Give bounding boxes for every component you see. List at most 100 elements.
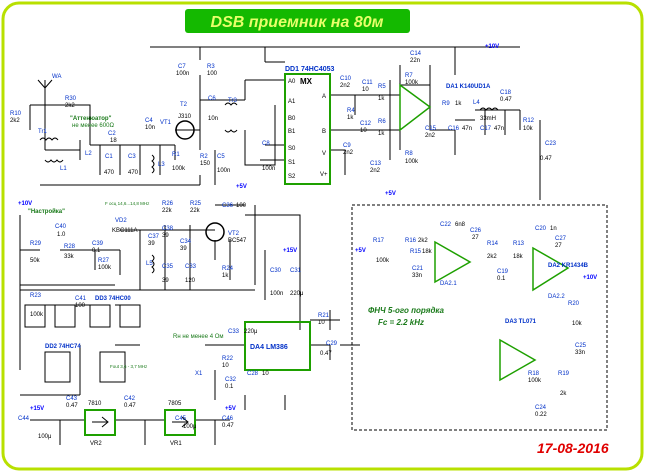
part-c9-value: 2n2 — [343, 150, 354, 156]
dd1-pin-b0: B0 — [288, 116, 296, 122]
part-c44-value: 100μ — [38, 434, 52, 440]
part-j310: J310 — [178, 114, 192, 120]
part-r2: R2 — [200, 154, 208, 160]
part-tr1: Tr1 — [38, 129, 47, 135]
dd1-pin-b1: B1 — [288, 129, 296, 135]
part-r22: R22 — [222, 356, 234, 362]
part-c33: C33 — [185, 264, 197, 270]
part-c8: C8 — [262, 141, 270, 147]
part-r7: R7 — [405, 73, 413, 79]
part-r17: R17 — [373, 238, 385, 244]
part-l4-value: 33mH — [480, 116, 496, 122]
part-c42-value: 0.47 — [124, 403, 136, 409]
power-v5-filter: +5V — [355, 248, 366, 254]
part-l2: L2 — [85, 151, 92, 157]
part-r8: R8 — [405, 151, 413, 157]
part-c7: C7 — [178, 64, 186, 70]
part-c21: C21 — [412, 266, 424, 272]
part-c43-value: 0.47 — [66, 403, 78, 409]
schematic-date: 17-08-2016 — [537, 440, 609, 456]
part-c25-value: 33n — [575, 350, 585, 356]
power-v10-left: +10V — [18, 201, 32, 207]
dd3-gates: DD3 74HC00 — [24, 296, 141, 328]
part-c11: C11 — [362, 80, 373, 86]
power-v10-right: +10V — [583, 275, 597, 281]
vr2-label: VR2 — [90, 441, 102, 447]
part-r25-value: 22k — [190, 208, 201, 214]
dd1-pin-v: V — [322, 151, 326, 157]
da4-amp: DA4 LM386 — [244, 321, 311, 371]
part-r6: R6 — [378, 119, 386, 125]
dd1-pin-b: B — [322, 129, 326, 135]
part-r5-value: 1k — [378, 96, 385, 102]
part-t2: T2 — [180, 102, 188, 108]
part-r10: R10 — [10, 111, 22, 117]
part-c38-value: 39 — [162, 233, 169, 239]
part-l4: L4 — [473, 100, 480, 106]
reg-7810: 7810 — [88, 401, 102, 407]
part-c33b: C33 — [228, 329, 240, 335]
notes: "Аттенюатор" не менее 600Ω "Настройка" F… — [28, 116, 445, 369]
part-r30-value: 2k2 — [65, 103, 75, 109]
part-c19-value: 0.1 — [497, 276, 506, 282]
note-fout: Fout 3,6 - 3,7 MHz — [110, 364, 148, 369]
part-c28-value: 10 — [262, 371, 269, 377]
part-c14-value: 22n — [410, 58, 420, 64]
part-c37: C37 — [148, 234, 160, 240]
vt2-transistor — [205, 222, 225, 242]
part-r15: R15 — [410, 249, 422, 255]
part-c45-value: 100μ — [183, 424, 197, 430]
part-c4: C4 — [145, 118, 153, 124]
power-v5-reg: +5V — [225, 406, 236, 412]
part-c16-value: 47n — [462, 126, 472, 132]
wires — [19, 46, 541, 445]
part-c29: C29 — [326, 341, 338, 347]
part-r27: R27 — [98, 258, 110, 264]
part-r22-value: 10 — [222, 363, 229, 369]
part-r24: R24 — [222, 266, 234, 272]
part-c25: C25 — [575, 343, 587, 349]
part-r15-value: 18k — [422, 249, 433, 255]
note-filter-title: ФНЧ 5-ого порядка — [368, 306, 445, 315]
dd1-label: DD1 74HC4053 — [285, 66, 335, 73]
regulators: VR2 VR1 7810 7805 — [84, 401, 196, 447]
part-c3-value: 470 — [128, 170, 139, 176]
part-r26-value: 22k — [162, 208, 173, 214]
vt1-jfet — [175, 120, 195, 140]
part-r24-value: 1k — [222, 273, 229, 279]
part-r29-value: 50k — [30, 258, 41, 264]
part-r4: R4 — [347, 108, 355, 114]
dd2-flipflops: DD2 74HC74 — [44, 344, 126, 383]
part-c15-value: 2n2 — [425, 133, 436, 139]
vr1-label: VR1 — [170, 441, 182, 447]
dd1-pin-a1: A1 — [288, 99, 296, 105]
part-c24-value: 0.22 — [535, 412, 547, 418]
part-vd2: VD2 — [115, 218, 127, 224]
power-v15-reg: +15V — [30, 406, 44, 412]
part-l1: L1 — [60, 166, 67, 172]
part-c33-value: 120 — [185, 278, 196, 284]
part-r12-value: 10k — [523, 126, 534, 132]
part-c35: C35 — [162, 264, 174, 270]
part-r1: R1 — [172, 152, 180, 158]
part-r7-value: 100k — [405, 80, 419, 86]
part-c40: C40 — [55, 224, 67, 230]
part-c1-value: 470 — [104, 170, 115, 176]
part-r6-value: 1k — [378, 131, 385, 137]
part-x1: X1 — [195, 371, 203, 377]
da3-label: DA3 TL071 — [505, 319, 537, 325]
part-c36: C36 — [222, 203, 234, 209]
part-c32-value: 0.1 — [225, 384, 234, 390]
part-c36-value: 100 — [236, 203, 247, 209]
note-attenuator-sub: не менее 600Ω — [72, 123, 114, 129]
part-c40-value: 1.0 — [57, 232, 66, 238]
part-r30: R30 — [65, 96, 77, 102]
part-l3: L3 — [158, 162, 165, 168]
part-c12: C12 — [360, 121, 372, 127]
part-vt2-value: BC547 — [228, 238, 247, 244]
note-tuning: "Настройка" — [28, 208, 65, 215]
part-r18-value: 100k — [528, 378, 542, 384]
part-r21-value: 10 — [318, 320, 325, 326]
part-r19-value: 2k — [560, 391, 567, 397]
